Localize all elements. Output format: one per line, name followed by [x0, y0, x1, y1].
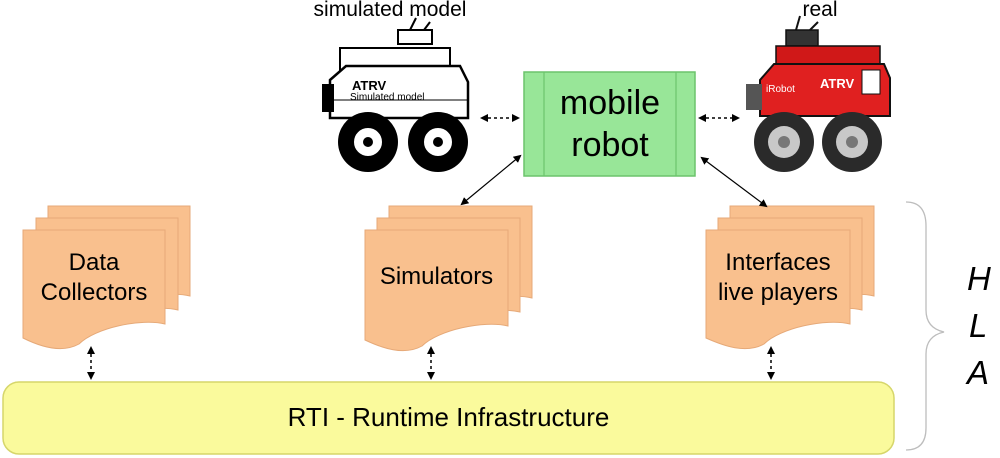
mobile-robot-line2: robot [571, 126, 649, 164]
document-stack-simulators [364, 205, 533, 352]
rti-bar [2, 381, 895, 455]
hla-letter-a: A [967, 354, 990, 391]
data-collectors-label: Data Collectors [23, 248, 165, 308]
arrow-mobile-to-simulators [460, 154, 522, 206]
mobile-robot-box [523, 71, 696, 177]
simulators-line1: Simulators [379, 263, 494, 290]
rti-label: RTI - Runtime Infrastructure [287, 402, 610, 432]
interfaces-line2: live players [717, 279, 839, 306]
document-stack-data-collectors [22, 205, 191, 350]
simulated-robot-subtitle: Simulated model [350, 92, 425, 103]
hla-letter-l: L [969, 307, 988, 344]
simulated-robot-image [322, 17, 470, 172]
caption-real: real [802, 0, 838, 21]
hla-brace [905, 201, 945, 451]
simulated-robot-brand: ATRV [352, 78, 387, 93]
interfaces-line1: Interfaces [725, 249, 831, 276]
mobile-robot-label: mobile robot [544, 82, 676, 166]
data-collectors-line2: Collectors [40, 279, 148, 306]
real-robot-maker: iRobot [766, 84, 795, 95]
real-robot-brand: ATRV [820, 76, 855, 91]
data-collectors-line1: Data [68, 249, 120, 276]
mobile-robot-line1: mobile [559, 84, 661, 122]
document-stack-interfaces [705, 205, 875, 350]
real-robot-image [746, 15, 891, 172]
simulators-label: Simulators [365, 262, 508, 292]
caption-simulated-model: simulated model [313, 0, 467, 21]
hla-letter-h: H [967, 260, 991, 297]
interfaces-label: Interfaces live players [706, 248, 850, 308]
arrow-mobile-to-interfaces [700, 156, 768, 208]
